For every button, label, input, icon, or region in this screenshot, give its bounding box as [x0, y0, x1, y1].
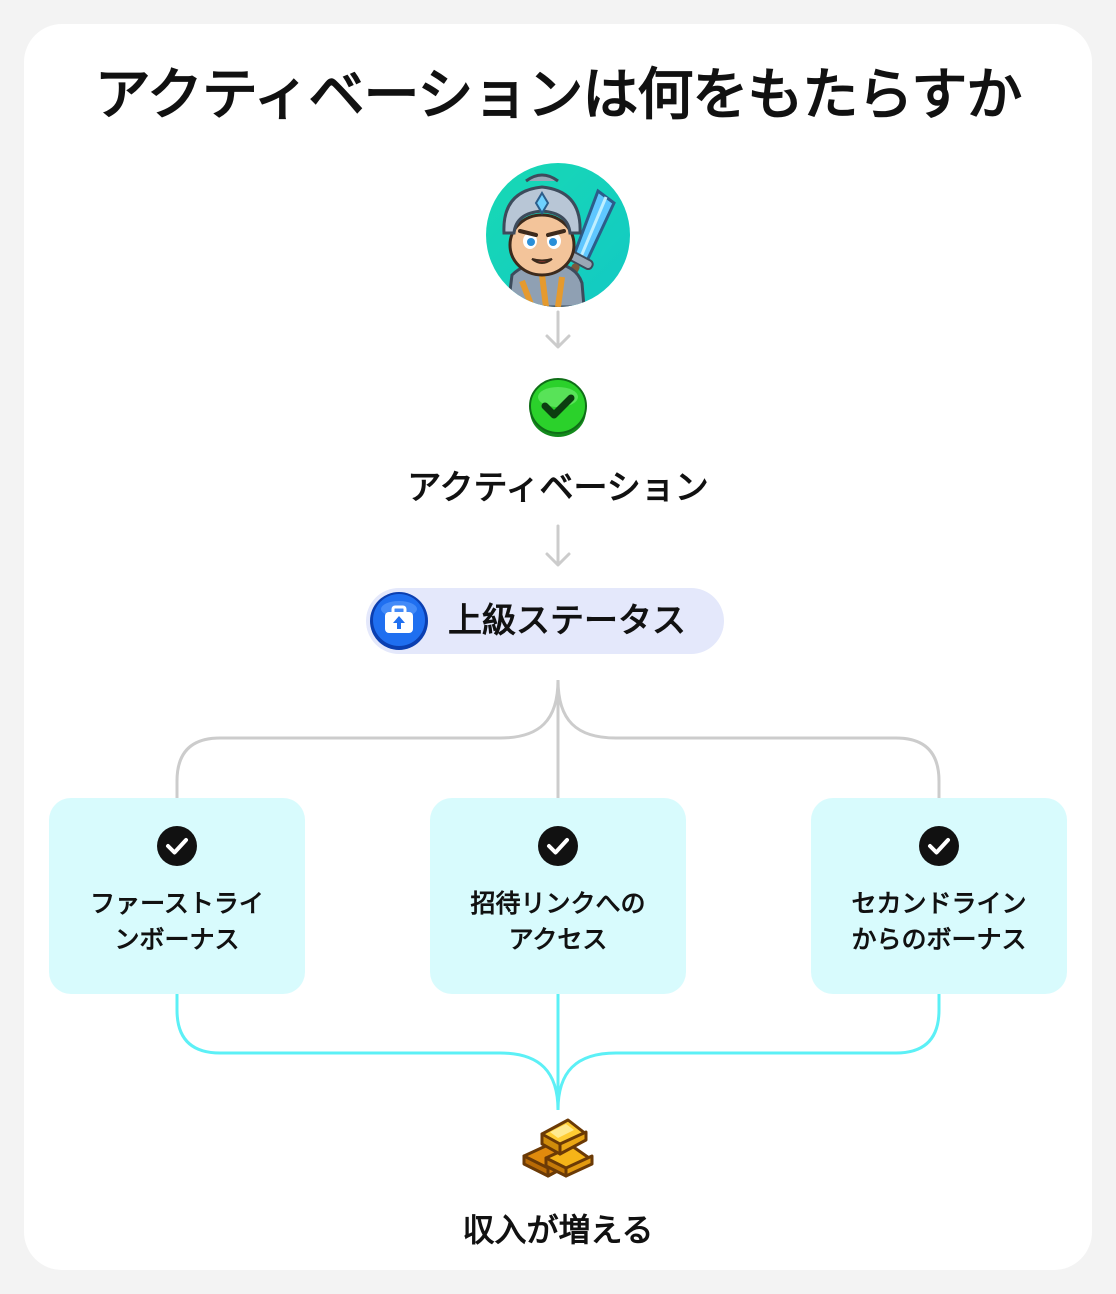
income-label: 収入が増える [462, 1211, 654, 1249]
gold-bars-icon [520, 1114, 596, 1184]
benefit-card-second-line: セカンドライン からのボーナス [811, 798, 1067, 994]
benefit-label: ファーストライ ンボーナス [90, 889, 264, 954]
check-icon [537, 825, 579, 867]
merge-lines-bottom [175, 994, 941, 1111]
benefit-card-first-line: ファーストライ ンボーナス [49, 798, 305, 994]
arrow-down-icon [545, 310, 571, 349]
benefit-card-invite-link: 招待リンクへの アクセス [430, 798, 686, 994]
benefit-label: 招待リンクへの アクセス [470, 889, 646, 954]
briefcase-upgrade-icon [369, 591, 429, 651]
knight-avatar-icon [486, 163, 630, 307]
check-icon [918, 825, 960, 867]
green-check-icon [528, 375, 588, 439]
activation-label: アクティベーション [407, 468, 709, 508]
branch-lines-top [175, 679, 941, 798]
status-badge: 上級ステータス [366, 588, 724, 654]
check-icon [156, 825, 198, 867]
arrow-down-icon [545, 524, 571, 567]
status-label: 上級ステータス [448, 601, 686, 641]
page-title: アクティベーションは何をもたらすか [94, 63, 1023, 128]
benefit-label: セカンドライン からのボーナス [851, 889, 1027, 954]
